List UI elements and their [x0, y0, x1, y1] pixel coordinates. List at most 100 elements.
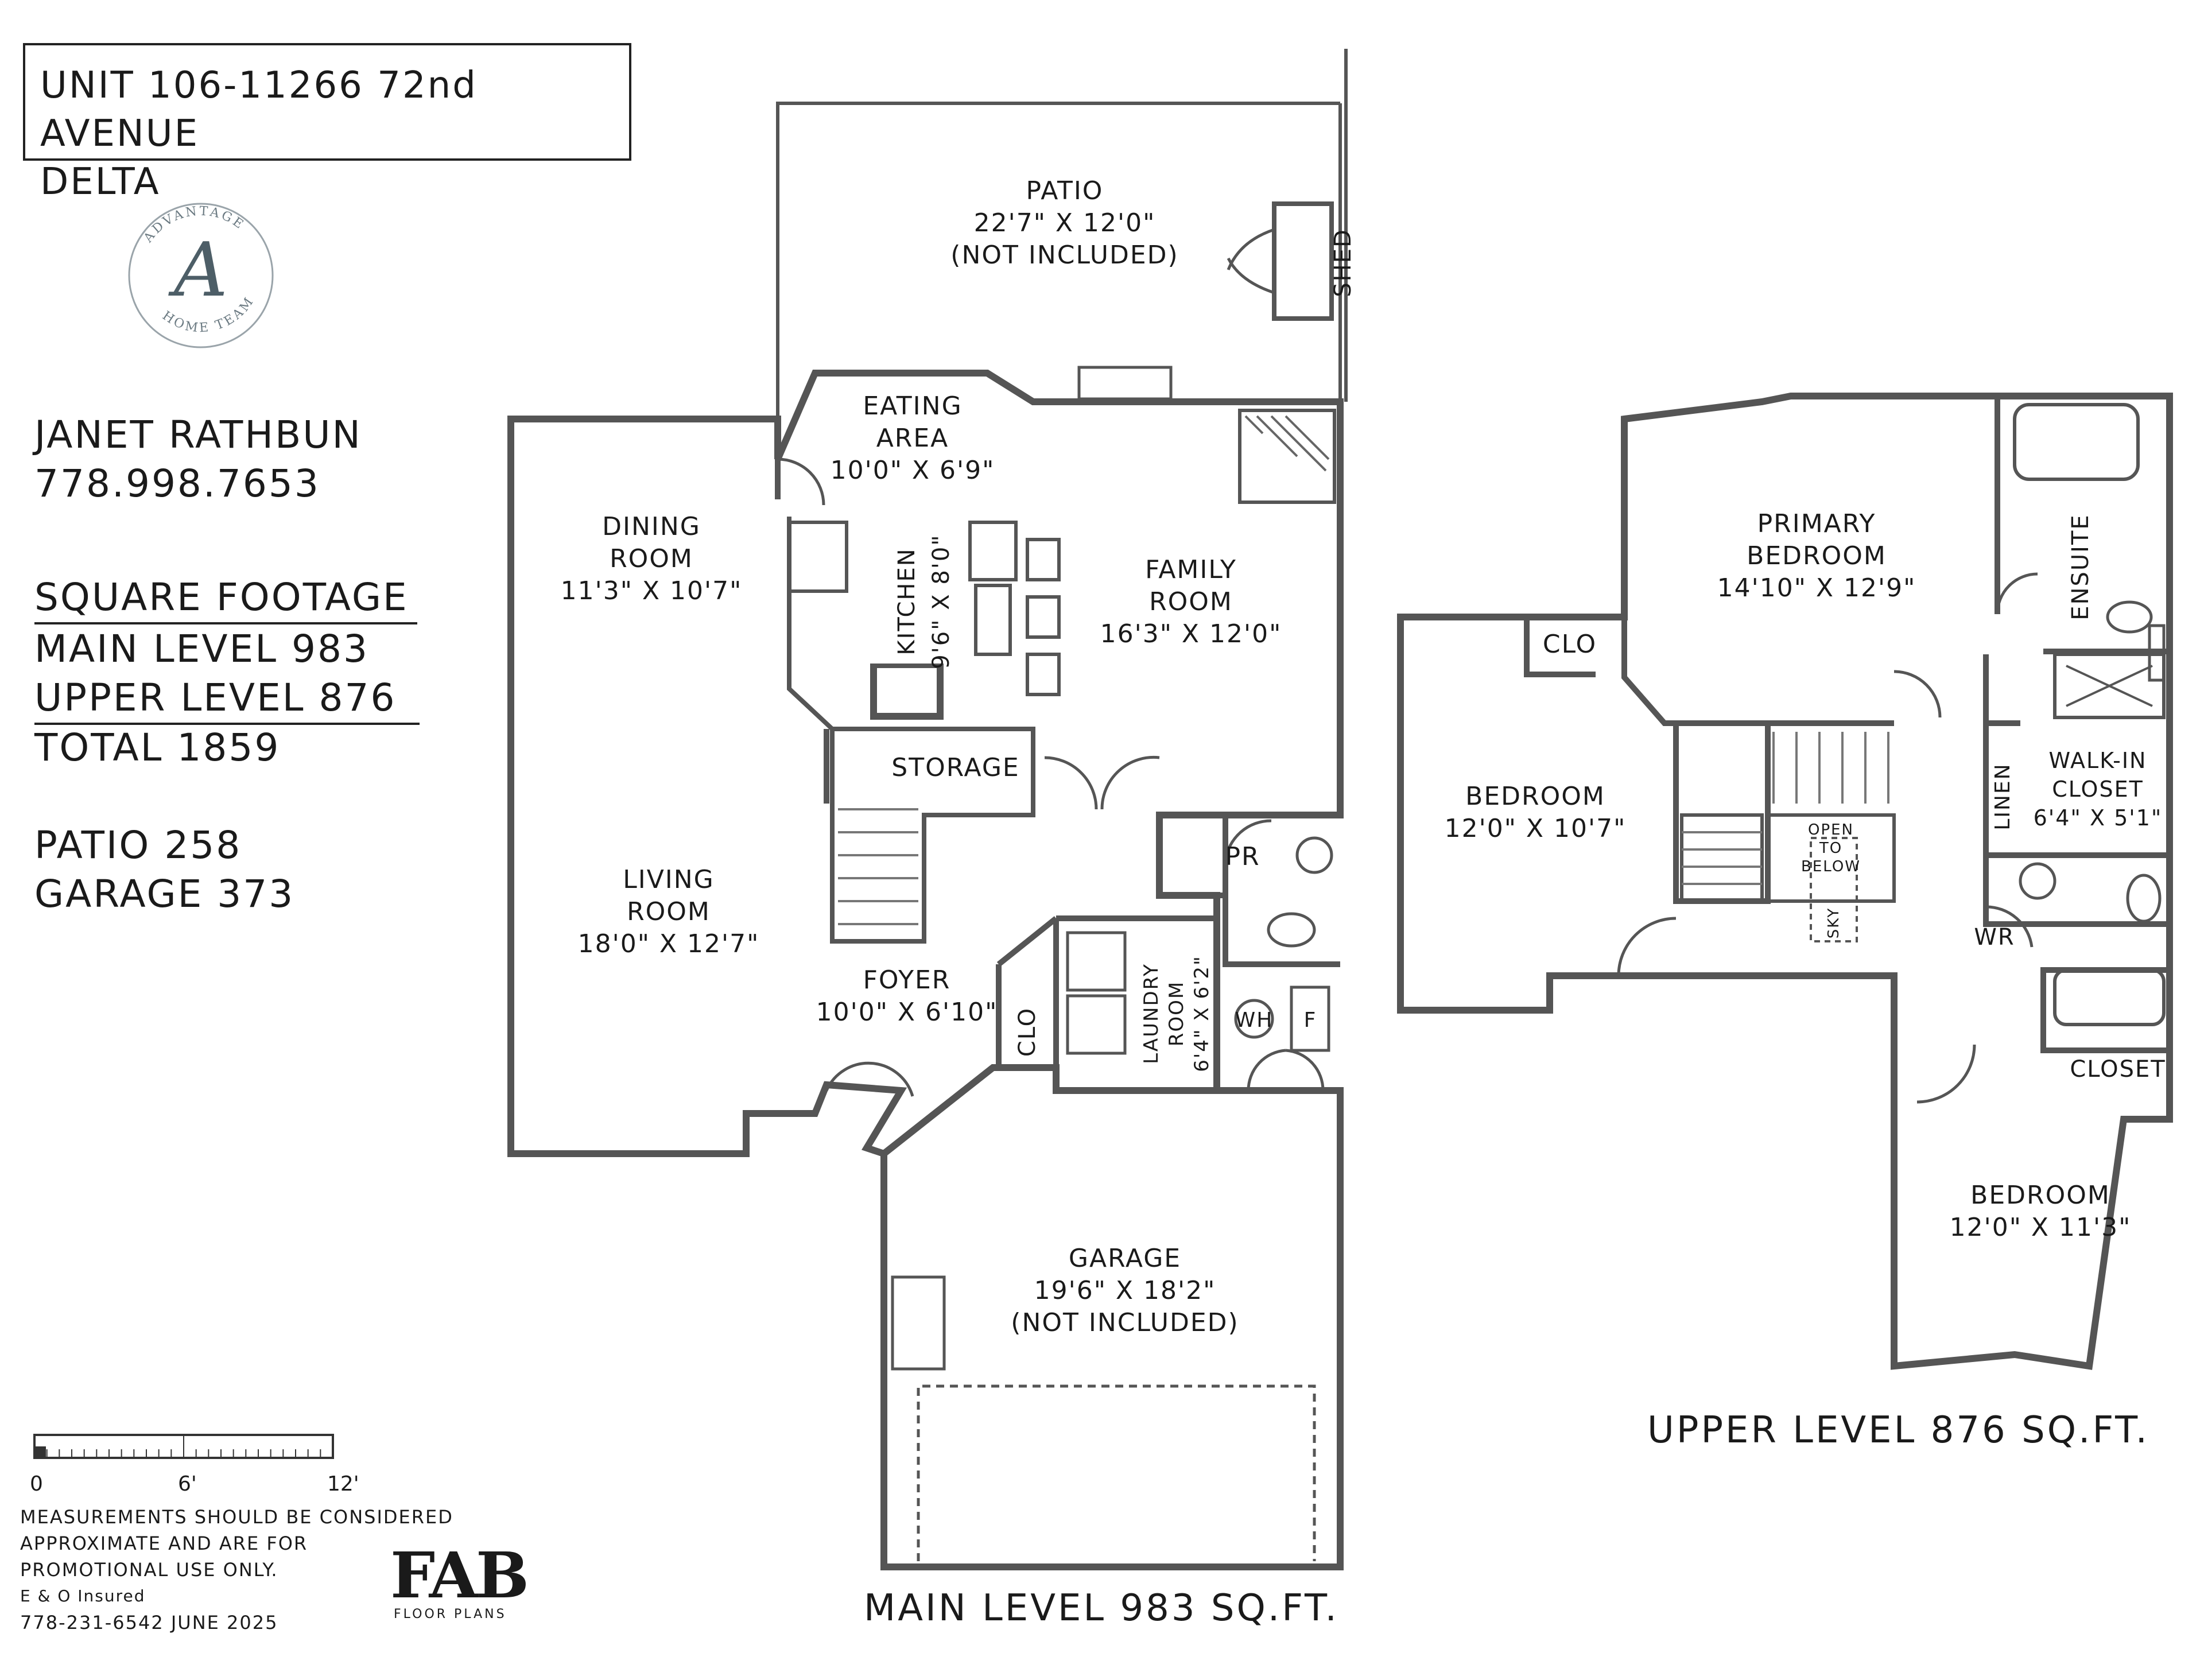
- main-level-title: MAIN LEVEL 983 SQ.FT.: [864, 1587, 1339, 1629]
- stove-icon: [874, 664, 940, 716]
- garage-note: (NOT INCLUDED): [1011, 1308, 1239, 1337]
- main-level-walls: [507, 370, 1344, 1570]
- walkin-dims: 6'4" X 5'1": [2033, 805, 2163, 831]
- walkin-name1: WALK-IN: [2048, 748, 2147, 773]
- laundry-label: LAUNDRY ROOM 6'4" X 6'2": [1139, 955, 1214, 1072]
- shower-icon: [2053, 653, 2166, 719]
- eating-dims: 10'0" X 6'9": [830, 456, 995, 485]
- living-label: LIVING ROOM 18'0" X 12'7": [578, 864, 760, 960]
- pr-toilet-icon: [1267, 912, 1316, 948]
- linen-label: LINEN: [1991, 763, 2015, 831]
- furnace-icon: [1290, 986, 1330, 1052]
- sqft-patio: PATIO 258: [34, 823, 242, 867]
- sky-label: SKY: [1825, 907, 1842, 939]
- bedroom1-label: BEDROOM 12'0" X 10'7": [1445, 781, 1627, 845]
- patio-door-icon: [1077, 366, 1173, 401]
- fab-sub: FLOOR PLANS: [394, 1607, 507, 1621]
- fab-name: FAB: [390, 1538, 529, 1612]
- living-name1: LIVING: [623, 865, 715, 894]
- wr-label: WR: [1974, 924, 2015, 950]
- bath-tub-icon: [2053, 968, 2166, 1026]
- ensuite-label: ENSUITE: [2067, 514, 2094, 620]
- kitchen-dims-label: 9'6" X 8'0": [925, 534, 957, 669]
- logo-letter: A: [168, 226, 228, 313]
- family-name2: ROOM: [1149, 587, 1233, 616]
- kitchen-name: KITCHEN: [894, 548, 920, 655]
- living-name2: ROOM: [627, 897, 711, 926]
- shed-label: SHED: [1329, 228, 1356, 297]
- disclaimer-line3: PROMOTIONAL USE ONLY.: [20, 1559, 278, 1581]
- kitchen-label: KITCHEN: [891, 548, 923, 655]
- address-line2: DELTA: [40, 161, 161, 203]
- garage-name: GARAGE: [1068, 1244, 1182, 1273]
- disclaimer-line4: E & O Insured: [20, 1586, 146, 1605]
- fab-logo: FAB FLOOR PLANS: [390, 1538, 529, 1622]
- bar-stools: [1026, 538, 1061, 696]
- scale-label-6: 6': [178, 1472, 197, 1496]
- walkin-name2: CLOSET: [2052, 777, 2144, 802]
- open-line2: TO: [1819, 840, 1843, 857]
- open-to-below-label: OPEN TO BELOW: [1801, 821, 1861, 876]
- open-to-below-box: [1766, 813, 1896, 903]
- family-dims: 16'3" X 12'0": [1100, 619, 1282, 649]
- bedroom1-dims: 12'0" X 10'7": [1444, 814, 1627, 843]
- bedroom2-name: BEDROOM: [1970, 1181, 2110, 1210]
- disclaimer-line1: MEASUREMENTS SHOULD BE CONSIDERED: [20, 1506, 453, 1528]
- eating-name1: EATING: [863, 391, 963, 421]
- main-door-swings: [777, 457, 1325, 1097]
- foyer-dims: 10'0" X 6'10": [816, 998, 998, 1027]
- scale-label-0: 0: [30, 1472, 43, 1496]
- advantage-logo: ADVANTAGE A HOME TEAM: [128, 203, 274, 348]
- pr-label: PR: [1225, 842, 1260, 871]
- patio-label: PATIO 22'7" X 12'0" (NOT INCLUDED): [950, 175, 1178, 271]
- agent-phone: 778.998.7653: [34, 461, 320, 506]
- pr-sink-icon: [1295, 836, 1333, 874]
- disclaimer-line5: 778-231-6542 JUNE 2025: [20, 1612, 278, 1634]
- sqft-heading: SQUARE FOOTAGE: [34, 573, 417, 624]
- garage-dims: 19'6" X 18'2": [1034, 1276, 1216, 1305]
- living-dims: 18'0" X 12'7": [577, 929, 760, 959]
- sqft-upper: UPPER LEVEL 876: [34, 673, 420, 725]
- eating-name2: AREA: [876, 424, 949, 453]
- garage-sink-icon: [891, 1275, 946, 1371]
- bedroom2-label: BEDROOM 12'0" X 11'3": [1950, 1180, 2132, 1244]
- upper-door-swings: [1617, 572, 2038, 1104]
- upper-clo-label: CLO: [1542, 630, 1597, 659]
- foyer-name: FOYER: [863, 965, 951, 995]
- family-name1: FAMILY: [1145, 555, 1237, 584]
- shed-icon: [1272, 201, 1334, 321]
- bedroom2-dims: 12'0" X 11'3": [1949, 1213, 2132, 1242]
- patio-name: PATIO: [1026, 176, 1104, 205]
- upper-level-walls: [1397, 393, 2173, 1370]
- ensuite-tub-icon: [2013, 403, 2140, 481]
- dining-name1: DINING: [602, 512, 701, 541]
- garage-label: GARAGE 19'6" X 18'2" (NOT INCLUDED): [1011, 1243, 1239, 1339]
- shower-x2: [2066, 665, 2153, 707]
- main-stairs: [838, 808, 918, 925]
- fridge-icon: [787, 521, 848, 593]
- primary-name2: BEDROOM: [1747, 541, 1887, 571]
- water-heater-icon: [1234, 999, 1274, 1039]
- dryer-icon: [1066, 994, 1127, 1055]
- kitchen-dims: 9'6" X 8'0": [928, 534, 954, 669]
- ensuite-toilet-icon: [2106, 600, 2153, 634]
- upper-level-title: UPPER LEVEL 876 SQ.FT.: [1647, 1409, 2149, 1452]
- open-line1: OPEN: [1807, 821, 1854, 839]
- garage-top-wall: [882, 1064, 1217, 1157]
- bedroom1-name: BEDROOM: [1465, 782, 1605, 811]
- garage-door-outline: [917, 1384, 1316, 1561]
- fireplace-hatch: [1244, 415, 1330, 472]
- dining-dims: 11'3" X 10'7": [560, 576, 743, 606]
- sqft-total: TOTAL 1859: [34, 725, 281, 770]
- disclaimer-line2: APPROXIMATE AND ARE FOR: [20, 1532, 308, 1554]
- f-label: F: [1303, 1008, 1317, 1032]
- closet-label: CLOSET: [2070, 1056, 2166, 1083]
- patio-dims: 22'7" X 12'0": [973, 208, 1156, 238]
- skylight-outline: [1810, 837, 1858, 942]
- laundry-name2: ROOM: [1165, 980, 1188, 1047]
- bath-sink-icon: [2019, 862, 2056, 900]
- primary-dims: 14'10" X 12'9": [1717, 573, 1916, 603]
- sqft-garage: GARAGE 373: [34, 872, 295, 916]
- foyer-label: FOYER 10'0" X 6'10": [816, 964, 998, 1029]
